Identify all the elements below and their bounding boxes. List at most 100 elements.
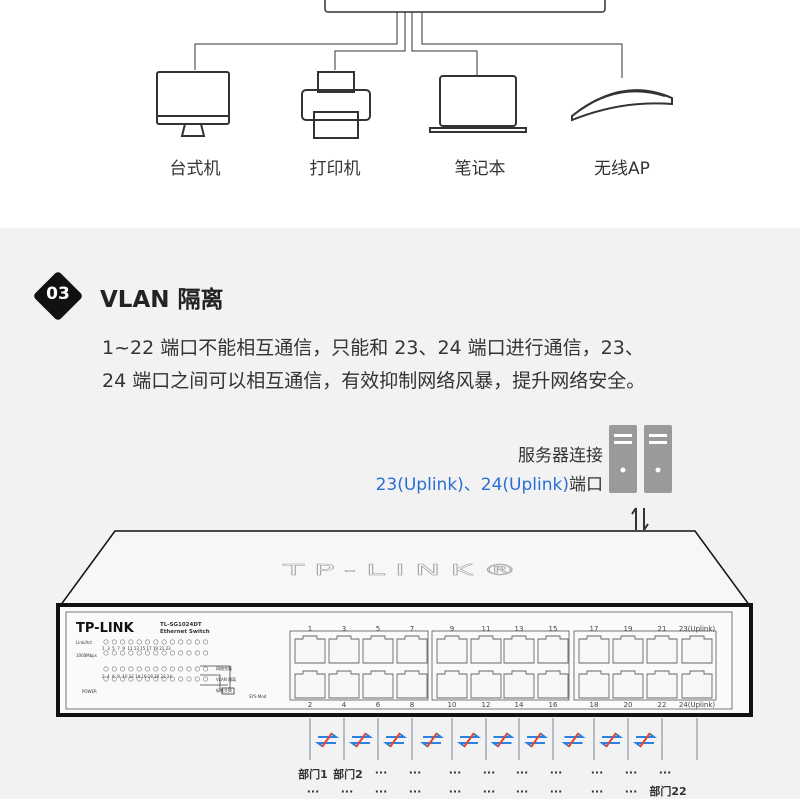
- port-number: 8: [409, 701, 415, 709]
- rj45-port-icon: [578, 670, 610, 699]
- wireless-ap-icon: [571, 89, 673, 122]
- led-indicator: [128, 639, 134, 645]
- device-label: 笔记本: [454, 159, 506, 179]
- led-indicator: [128, 676, 134, 682]
- rj45-port-icon: [294, 670, 326, 699]
- ellipsis: ···: [482, 785, 496, 798]
- no-communication-icon: [457, 732, 481, 748]
- ellipsis: ···: [515, 766, 529, 779]
- rj45-port-icon: [396, 635, 428, 664]
- printer-icon: [301, 71, 371, 139]
- led-indicator: [103, 639, 109, 645]
- ellipsis: ···: [306, 785, 320, 798]
- led-indicator: [186, 650, 192, 656]
- device-label: 台式机: [169, 159, 221, 179]
- department-label: 部门22: [649, 785, 687, 798]
- led-indicator: [153, 676, 159, 682]
- rj45-port-icon: [436, 670, 468, 699]
- led-indicator: [169, 650, 175, 656]
- device-label: 无线AP: [594, 159, 650, 179]
- led-indicator: [136, 650, 142, 656]
- port-number: 11: [481, 625, 491, 633]
- ellipsis: ···: [374, 766, 388, 779]
- port-number: 6: [375, 701, 381, 709]
- led-indicator: [128, 650, 134, 656]
- rj45-port-icon: [646, 670, 678, 699]
- led-indicator: [103, 650, 109, 656]
- led-indicator: [136, 639, 142, 645]
- port-number: 10: [447, 701, 457, 709]
- led-indicator: [153, 639, 159, 645]
- led-indicator: [194, 639, 200, 645]
- led-indicator: [161, 639, 167, 645]
- power-label: POWER: [82, 689, 97, 694]
- led-indicator: [161, 650, 167, 656]
- led-indicator: [178, 650, 184, 656]
- led-indicator: [120, 666, 126, 672]
- port-number: 21: [657, 625, 667, 633]
- port-number: 18: [589, 701, 599, 709]
- port-number: 15: [548, 625, 558, 633]
- led-indicator: [153, 666, 159, 672]
- port-block: [431, 630, 570, 701]
- rj45-port-icon: [646, 635, 678, 664]
- no-communication-icon: [561, 732, 586, 748]
- rj45-port-icon: [328, 635, 360, 664]
- led-indicator: [111, 676, 117, 682]
- ellipsis: ···: [374, 785, 388, 798]
- server-icon: [609, 425, 672, 493]
- led-label-speed: 1000Mbps: [76, 653, 97, 658]
- ellipsis: ···: [624, 766, 638, 779]
- device-label: 打印机: [309, 159, 361, 179]
- server-label: 服务器连接: [518, 446, 603, 466]
- led-indicator: [128, 666, 134, 672]
- model-name: TL-SG1024DT: [160, 622, 202, 628]
- description-line-2: 24 端口之间可以相互通信，有效抑制网络风暴，提升网络安全。: [102, 370, 646, 392]
- server-ports-label: 23(Uplink)、24(Uplink)端口: [376, 470, 603, 495]
- rj45-port-icon: [612, 635, 644, 664]
- port-number: 3: [341, 625, 347, 633]
- port-number: 14: [514, 701, 524, 709]
- led-indicator: [111, 639, 117, 645]
- ellipsis: ···: [658, 766, 672, 779]
- rj45-port-icon: [396, 670, 428, 699]
- led-indicator: [145, 639, 151, 645]
- led-indicator: [203, 650, 209, 656]
- port-number: 9: [449, 625, 455, 633]
- led-indicator: [145, 676, 151, 682]
- section-number: 03: [46, 284, 70, 304]
- led-indicator: [178, 676, 184, 682]
- rj45-port-icon: [503, 635, 535, 664]
- section-title: VLAN 隔离: [100, 287, 224, 313]
- led-indicator: [103, 666, 109, 672]
- rj45-port-icon: [436, 635, 468, 664]
- laptop-icon: [429, 75, 527, 133]
- port-number: 17: [589, 625, 599, 633]
- port-number: 16: [548, 701, 558, 709]
- port-number: 7: [409, 625, 415, 633]
- port-number: 20: [623, 701, 633, 709]
- port-block: [289, 630, 429, 701]
- ellipsis: ···: [624, 785, 638, 798]
- led-indicator: [194, 650, 200, 656]
- port-number: 4: [341, 701, 347, 709]
- device-connection-diagram: [156, 0, 673, 139]
- rj45-port-icon: [328, 670, 360, 699]
- port-number: 12: [481, 701, 491, 709]
- led-indicator: [136, 666, 142, 672]
- rj45-port-icon: [681, 670, 713, 699]
- port-number: 23(Uplink): [678, 625, 716, 633]
- department-label: 部门2: [333, 768, 363, 781]
- port-number: 2: [307, 701, 313, 709]
- department-label: 部门1: [298, 768, 328, 781]
- led-indicator: [111, 666, 117, 672]
- rj45-port-icon: [362, 635, 394, 664]
- port-number: 13: [514, 625, 524, 633]
- brand-logo: TP-LINK: [76, 621, 134, 636]
- tp-link-logo-embossed: TP-LINK®: [282, 562, 527, 579]
- device-type: Ethernet Switch: [160, 629, 210, 635]
- led-indicator: [186, 676, 192, 682]
- led-indicator: [153, 650, 159, 656]
- isolation-lines: [309, 718, 698, 760]
- port-grid: [103, 630, 717, 701]
